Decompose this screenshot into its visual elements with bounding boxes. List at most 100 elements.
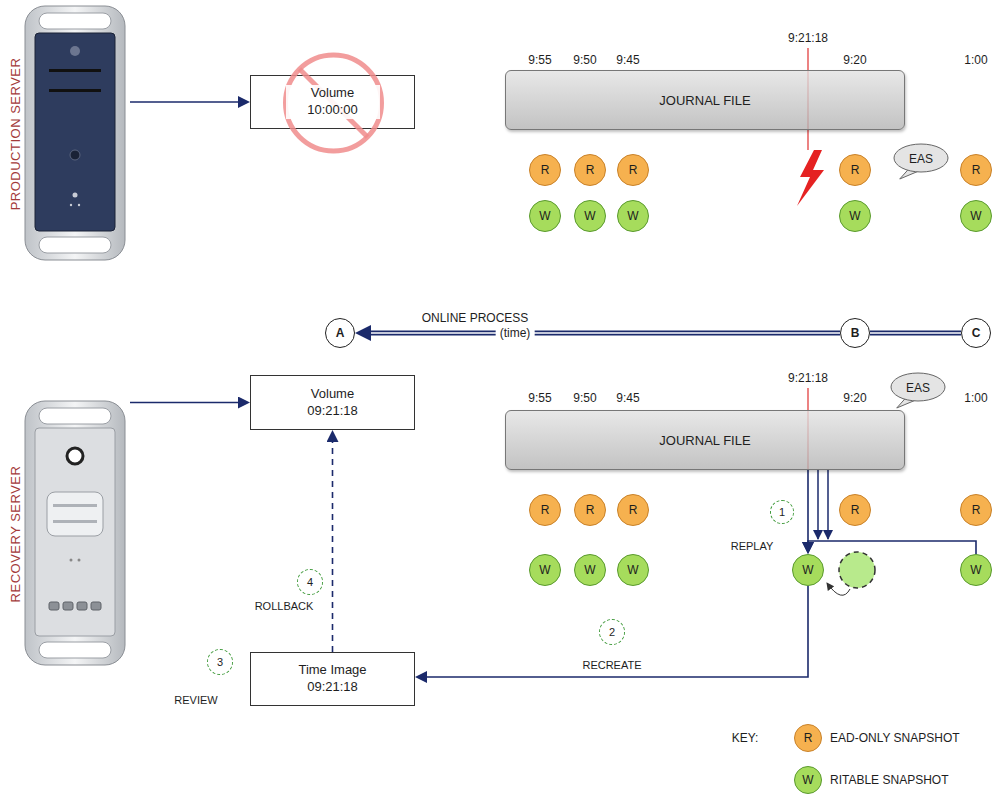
silver-tower <box>5 400 130 668</box>
snapshot-letter: W <box>539 209 550 223</box>
bubble-label: EAS <box>909 152 933 166</box>
timeline-connector <box>870 331 961 336</box>
server-illustration: RECOVERY SERVER <box>5 400 130 668</box>
callout-number: 2 <box>599 619 625 645</box>
failure-time: 9:21:18 <box>788 31 828 45</box>
double-line-core <box>870 332 961 334</box>
writable-snapshot: W <box>960 200 992 232</box>
bubble-label: EAS <box>906 381 930 395</box>
flow-arrow <box>807 470 809 542</box>
volume-box: Volume 09:21:18 <box>250 375 415 430</box>
read-only-snapshot: R <box>529 494 561 526</box>
snapshot-letter: R <box>851 163 860 177</box>
pending-snapshot <box>839 552 875 588</box>
server-label: RECOVERY SERVER <box>8 466 23 603</box>
key-letter: R <box>804 731 813 745</box>
flow-arrow <box>427 586 808 677</box>
step-label: ROLLBACK <box>255 600 314 612</box>
point-letter: C <box>972 326 981 340</box>
time-mark: 1:00 <box>964 391 987 405</box>
time-mark: 9:45 <box>616 53 639 67</box>
writable-snapshot: W <box>574 554 606 586</box>
snapshot-letter: W <box>802 563 813 577</box>
speech-bubble: EAS <box>893 143 949 177</box>
read-only-snapshot: R <box>960 154 992 186</box>
replay-arrow <box>817 470 819 539</box>
read-only-snapshot: R <box>960 494 992 526</box>
flow-arrow <box>130 101 238 103</box>
volume-label: Time Image 09:21:18 <box>286 662 380 696</box>
snapshot-letter: R <box>851 503 860 517</box>
double-line-core <box>371 332 840 334</box>
callout-number: 3 <box>217 656 223 668</box>
read-only-snapshot: R <box>529 154 561 186</box>
key-heading: KEY: <box>732 731 759 745</box>
point-letter: B <box>851 326 860 340</box>
volume-label: Volume 10:00:00 <box>286 85 380 119</box>
snapshot-letter: R <box>586 163 595 177</box>
time-mark: 9:50 <box>573 53 596 67</box>
read-only-snapshot: R <box>617 154 649 186</box>
step-label: REPLAY <box>731 540 774 552</box>
snapshot-letter: W <box>627 563 638 577</box>
process-label: ONLINE PROCESS <box>422 311 529 325</box>
writable-snapshot: W <box>792 554 824 586</box>
point-letter: A <box>336 326 345 340</box>
snapshot-letter: R <box>586 503 595 517</box>
flow-arrow <box>332 442 334 652</box>
read-only-snapshot: R <box>839 494 871 526</box>
callout-number: 1 <box>770 500 794 524</box>
recovery-time: 9:21:18 <box>788 371 828 385</box>
time-mark: 9:55 <box>528 391 551 405</box>
volume-box: Volume 10:00:00 <box>250 75 415 129</box>
snapshot-letter: R <box>972 163 981 177</box>
time-mark: 9:20 <box>843 53 866 67</box>
writable-snapshot: W <box>617 554 649 586</box>
volume-box: Time Image 09:21:18 <box>250 652 415 706</box>
writable-snapshot: W <box>529 200 561 232</box>
journal-file: JOURNAL FILE <box>505 70 905 130</box>
snapshot-letter: R <box>541 503 550 517</box>
snapshot-letter: R <box>541 163 550 177</box>
timeline-point: B <box>840 318 870 348</box>
snapshot-letter: W <box>970 563 981 577</box>
time-mark: 9:55 <box>528 53 551 67</box>
lightning-bolt <box>797 150 824 206</box>
server-illustration: PRODUCTION SERVER <box>5 5 130 263</box>
callout-number: 4 <box>297 569 323 595</box>
read-only-snapshot: R <box>839 154 871 186</box>
time-mark: 9:20 <box>843 391 866 405</box>
replay-arrow <box>827 470 829 539</box>
journal-file: JOURNAL FILE <box>505 410 905 470</box>
timeline-point: A <box>325 318 355 348</box>
journal-label: JOURNAL FILE <box>659 433 750 448</box>
read-only-snapshot: R <box>617 494 649 526</box>
snapshot-letter: R <box>629 163 638 177</box>
time-mark: 1:00 <box>964 53 987 67</box>
server-label: PRODUCTION SERVER <box>8 58 23 211</box>
key-letter: W <box>802 773 813 787</box>
flow-arrow <box>130 402 238 404</box>
snapshot-letter: W <box>584 563 595 577</box>
callout-number: 4 <box>307 576 313 588</box>
callout-number: 1 <box>779 506 785 518</box>
timeline-point: C <box>961 318 991 348</box>
flow-arrow <box>808 541 976 554</box>
writable-snapshot: W <box>617 200 649 232</box>
timeline-connector <box>371 331 840 336</box>
time-mark: 9:45 <box>616 391 639 405</box>
read-only-snapshot: R <box>574 154 606 186</box>
callout-number: 3 <box>207 649 233 675</box>
step-label: REVIEW <box>174 694 217 706</box>
read-only-snapshot: R <box>574 494 606 526</box>
writable-snapshot: W <box>839 200 871 232</box>
snapshot-letter: W <box>539 563 550 577</box>
snapshot-letter: W <box>970 209 981 223</box>
snapshot-letter: R <box>972 503 981 517</box>
legend-text: EAD-ONLY SNAPSHOT <box>830 731 960 745</box>
volume-label: Volume 09:21:18 <box>286 386 380 420</box>
snapshot-letter: W <box>627 209 638 223</box>
snapshot-letter: W <box>584 209 595 223</box>
speech-bubble: EAS <box>890 372 946 406</box>
graphite-tower <box>5 5 130 263</box>
